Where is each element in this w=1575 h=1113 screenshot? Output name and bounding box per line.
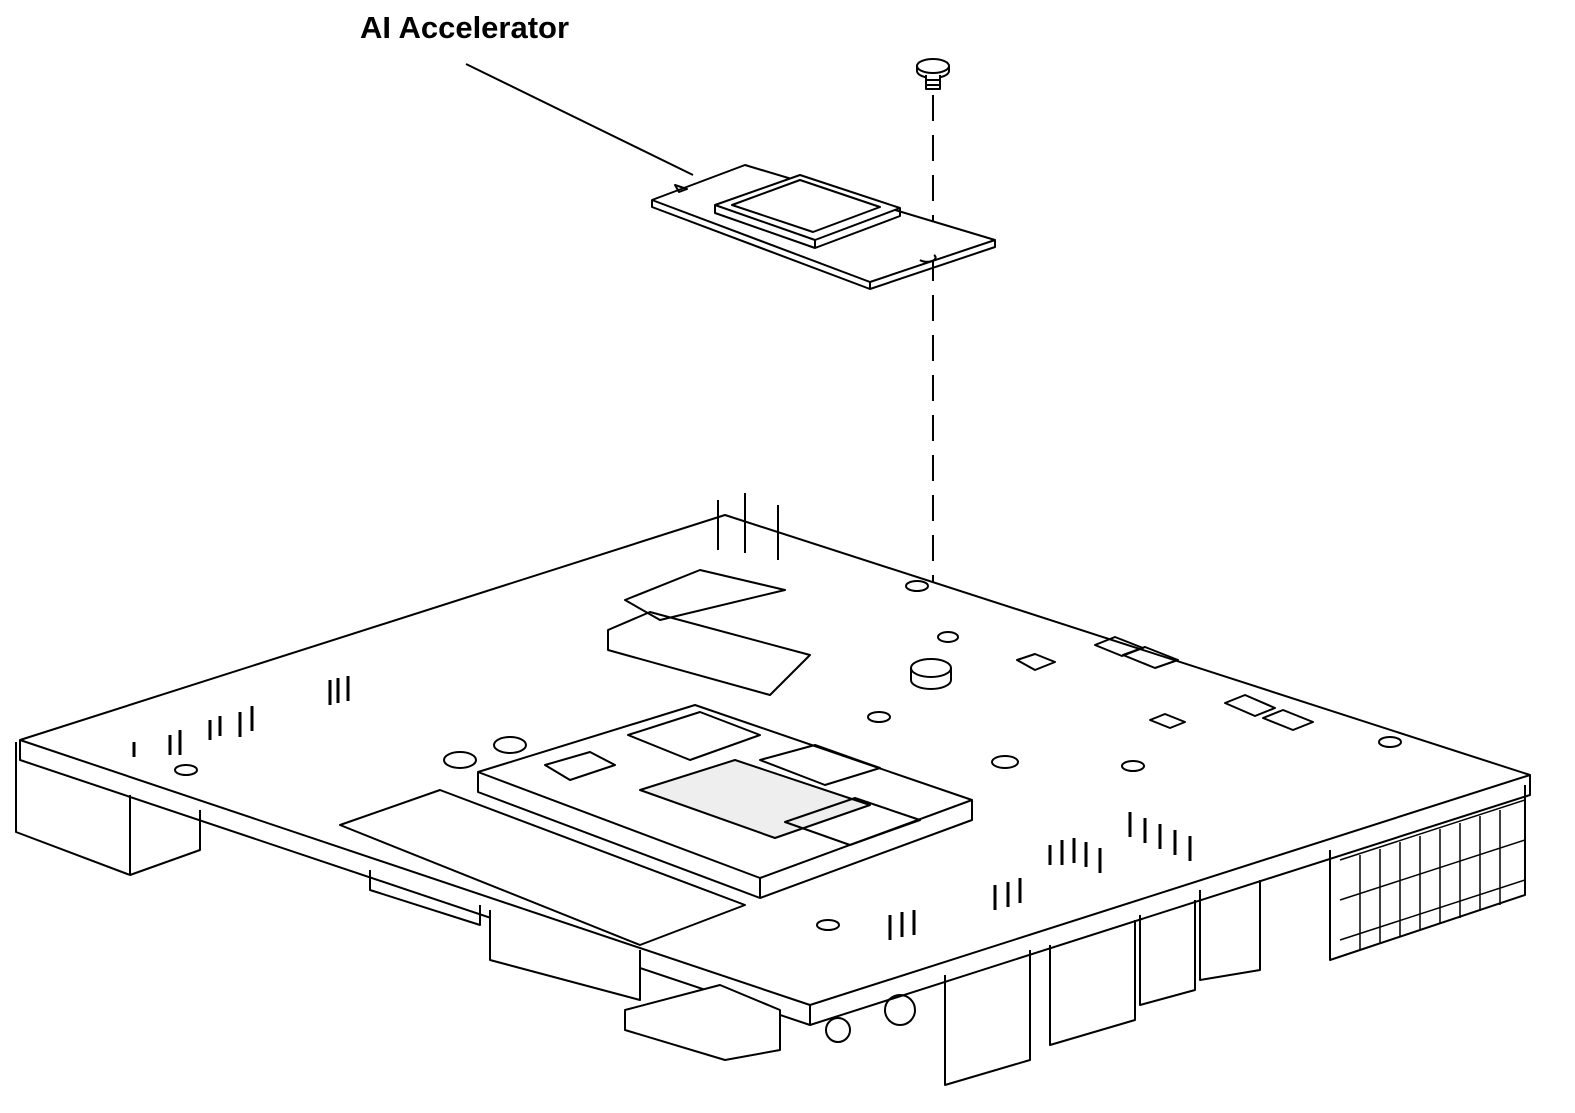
rj45-port-grid bbox=[1339, 799, 1526, 950]
ai-accelerator-card bbox=[651, 164, 996, 290]
callout-leader-line bbox=[465, 63, 694, 176]
screw-icon bbox=[916, 58, 950, 90]
ai-accelerator-label: AI Accelerator bbox=[360, 10, 570, 45]
board-pin-headers bbox=[132, 676, 1192, 940]
motherboard bbox=[15, 493, 1531, 1086]
